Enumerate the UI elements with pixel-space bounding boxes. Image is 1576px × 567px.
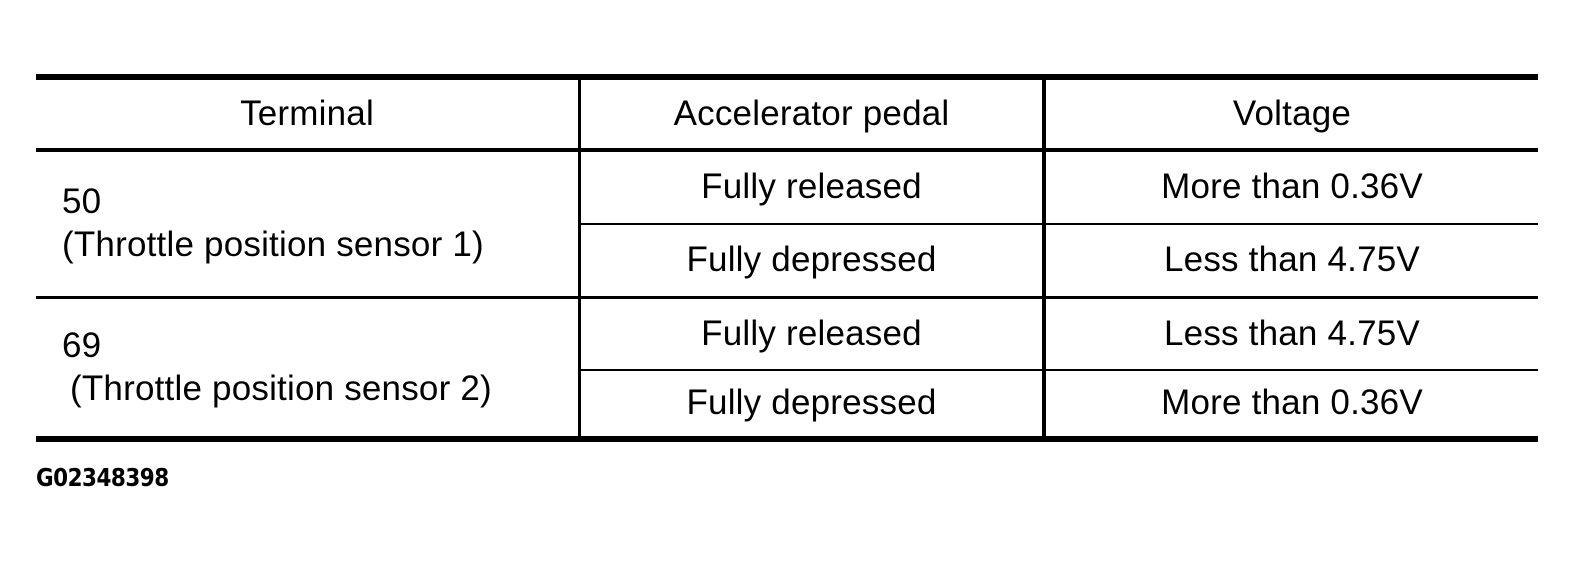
table-cell-voltage-a1: More than 0.36V: [1161, 167, 1423, 207]
table-cell-voltage-a2: Less than 4.75V: [1164, 240, 1420, 280]
row-divider-group-a: [578, 223, 1538, 225]
column-header-terminal: Terminal: [240, 93, 374, 133]
column-header-accelerator-pedal: Accelerator pedal: [673, 93, 950, 133]
column-divider-left: [578, 74, 581, 442]
table-cell-terminal-group-b: 69 (Throttle position sensor 2): [36, 299, 578, 436]
column-divider-right: [1042, 74, 1046, 442]
table-top-rule: [36, 74, 1538, 80]
table-cell-pedal-b1: Fully released: [701, 313, 922, 353]
table-group-divider: [36, 296, 1538, 299]
table-cell-pedal-b2: Fully depressed: [686, 383, 937, 423]
table-cell-pedal-a2: Fully depressed: [686, 240, 937, 280]
terminal-label-stack: 69 (Throttle position sensor 2): [36, 325, 578, 410]
terminal-label-stack: 50 (Throttle position sensor 1): [36, 181, 578, 266]
terminal-description: (Throttle position sensor 1): [62, 225, 484, 264]
table-cell-voltage-b2: More than 0.36V: [1161, 383, 1423, 423]
specification-table: Terminal Accelerator pedal Voltage 50 (T…: [36, 74, 1538, 442]
table-header-rule: [36, 148, 1538, 152]
table-cell-voltage-b1: Less than 4.75V: [1164, 313, 1420, 353]
table-bottom-rule: [36, 436, 1538, 442]
column-header-voltage: Voltage: [1232, 93, 1352, 133]
terminal-number: 69: [62, 325, 102, 365]
figure-caption: G02348398: [36, 463, 169, 492]
terminal-description: (Throttle position sensor 2): [70, 368, 492, 408]
row-divider-group-b: [578, 369, 1538, 371]
terminal-number: 50: [62, 182, 102, 222]
table-cell-terminal-group-a: 50 (Throttle position sensor 1): [36, 152, 578, 296]
table-cell-pedal-a1: Fully released: [701, 167, 922, 207]
